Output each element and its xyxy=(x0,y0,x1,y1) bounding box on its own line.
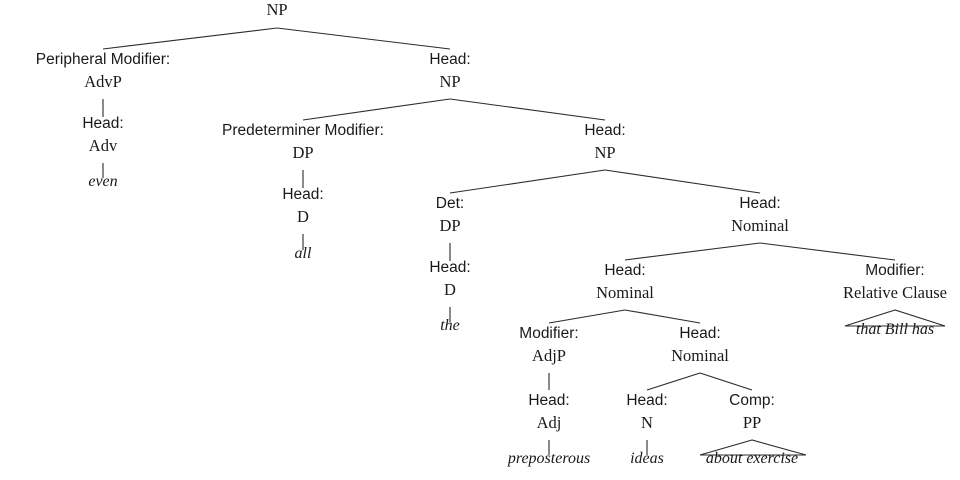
tree-node: Head: D xyxy=(429,260,470,298)
tree-leaf-word: all xyxy=(294,245,312,262)
tree-edge xyxy=(604,169,761,194)
tree-edge xyxy=(102,27,278,50)
node-function-label: Head: xyxy=(82,115,124,132)
node-function-label: Modifier: xyxy=(519,325,579,342)
node-category-label: Relative Clause xyxy=(842,282,948,302)
node-function-label: Head: xyxy=(429,51,471,68)
tree-leaf-word: ideas xyxy=(630,450,664,467)
tree-edge xyxy=(276,27,451,50)
node-category-label: D xyxy=(297,206,309,226)
node-category-label: D xyxy=(444,279,456,299)
node-category-label: DP xyxy=(439,215,461,235)
tree-node: Modifier: AdjP xyxy=(519,326,578,364)
tree-node: Modifier: Relative Clause xyxy=(843,263,947,301)
tree-edge xyxy=(699,372,753,391)
node-function-label: Comp: xyxy=(729,392,775,409)
tree-node: Peripheral Modifier: AdvP xyxy=(36,52,170,90)
tree-leaf-word: about exercise xyxy=(705,450,799,467)
tree-edge xyxy=(646,372,701,391)
node-function-label: Head: xyxy=(739,195,781,212)
tree-node: Head: NP xyxy=(429,52,470,90)
node-function-label: Head: xyxy=(604,262,646,279)
edges-group xyxy=(102,27,896,455)
node-function-label: Peripheral Modifier: xyxy=(35,51,171,68)
tree-edge xyxy=(449,98,606,121)
node-category-label: Adv xyxy=(88,135,118,155)
tree-edge xyxy=(449,169,606,194)
node-function-label: Head: xyxy=(679,325,721,342)
node-category-label: NP xyxy=(439,71,461,91)
node-category-label: Nominal xyxy=(671,345,729,365)
node-category-label: NP xyxy=(594,142,616,162)
node-category-label: Adj xyxy=(536,412,562,432)
node-category-label: NP xyxy=(266,0,288,19)
node-category-label: N xyxy=(641,412,653,432)
tree-node: NP xyxy=(266,0,288,19)
tree-node: Comp: PP xyxy=(729,393,775,431)
tree-node: Head: N xyxy=(626,393,667,431)
tree-leaf-word: that Bill has xyxy=(855,321,935,338)
triangles-group xyxy=(699,309,946,456)
tree-node: Head: D xyxy=(282,187,323,225)
tree-node: Head: Nominal xyxy=(731,196,789,234)
node-function-label: Modifier: xyxy=(865,262,925,279)
node-category-label: Nominal xyxy=(731,215,789,235)
tree-node: Head: Nominal xyxy=(596,263,654,301)
tree-leaf-word: the xyxy=(440,317,460,334)
node-function-label: Head: xyxy=(584,122,626,139)
tree-edge xyxy=(302,98,451,121)
node-category-label: AdvP xyxy=(84,71,122,91)
tree-edge xyxy=(548,309,626,324)
tree-edge xyxy=(624,242,761,261)
node-function-label: Predeterminer Modifier: xyxy=(222,122,384,139)
node-category-label: Nominal xyxy=(596,282,654,302)
tree-node: Head: NP xyxy=(584,123,625,161)
node-function-label: Head: xyxy=(282,186,324,203)
node-category-label: PP xyxy=(742,412,762,432)
node-function-label: Det: xyxy=(435,195,465,212)
tree-node: Head: Adv xyxy=(82,116,123,154)
tree-node: Predeterminer Modifier: DP xyxy=(222,123,384,161)
tree-node: Head: Adj xyxy=(528,393,569,431)
tree-node: Head: Nominal xyxy=(671,326,729,364)
node-category-label: DP xyxy=(292,142,314,162)
node-function-label: Head: xyxy=(528,392,570,409)
tree-triangle xyxy=(844,309,946,327)
node-category-label: AdjP xyxy=(532,345,566,365)
tree-edge xyxy=(759,242,896,261)
tree-leaf-word: even xyxy=(88,173,118,190)
node-function-label: Head: xyxy=(429,259,471,276)
tree-triangle xyxy=(699,439,807,456)
node-function-label: Head: xyxy=(626,392,668,409)
tree-node: Det: DP xyxy=(436,196,464,234)
tree-leaf-word: preposterous xyxy=(507,450,591,467)
tree-edge xyxy=(624,309,701,324)
